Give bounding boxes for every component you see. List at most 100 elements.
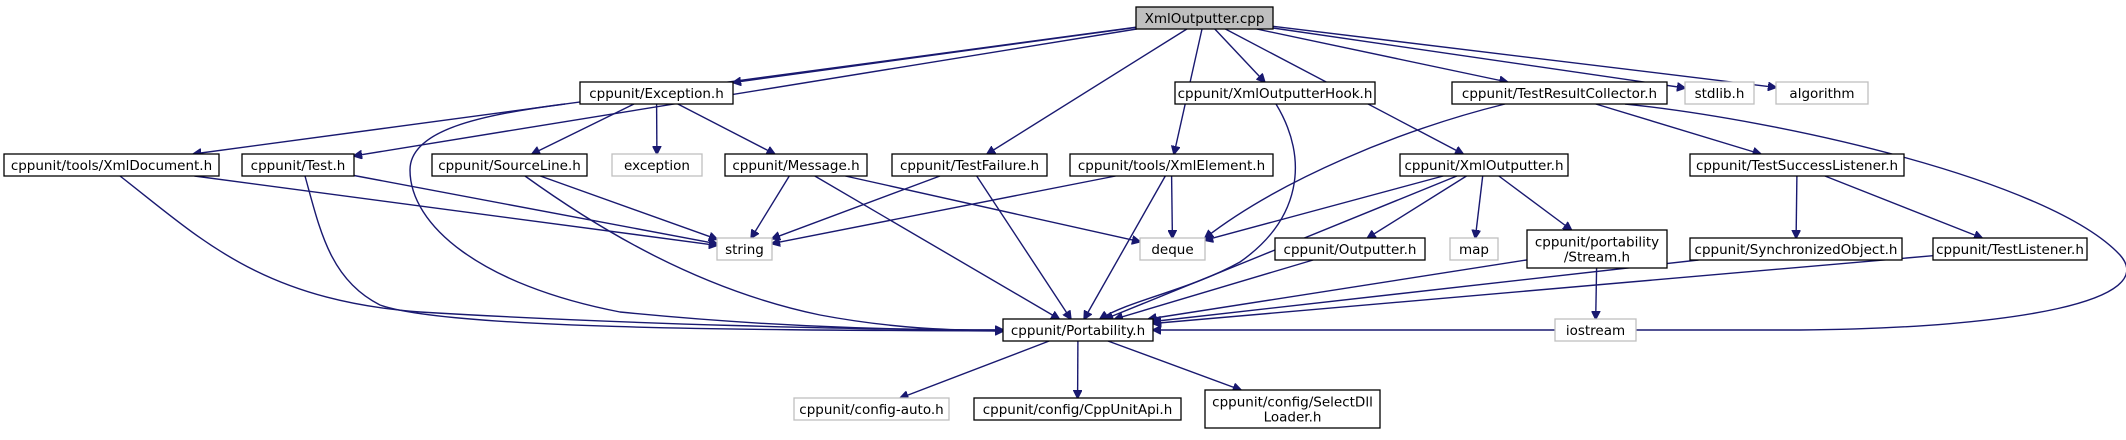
node-n8[interactable]: cppunit/Message.h bbox=[724, 153, 868, 177]
edge-layer bbox=[119, 25, 2126, 398]
node-label: cppunit/TestFailure.h bbox=[900, 158, 1039, 174]
node-n17: iostream bbox=[1554, 318, 1637, 342]
node-n1[interactable]: cppunit/tools/XmlDocument.h bbox=[3, 153, 220, 177]
edge-n1-n2 bbox=[119, 175, 1003, 330]
node-box bbox=[579, 81, 734, 105]
node-box bbox=[1932, 237, 2088, 261]
node-box bbox=[1139, 237, 1206, 261]
node-n19[interactable]: cppunit/XmlOutputterHook.h bbox=[1174, 81, 1376, 105]
edge-n0-n25 bbox=[1272, 27, 1685, 88]
node-box bbox=[611, 153, 703, 177]
node-n24[interactable]: cppunit/tools/XmlElement.h bbox=[1069, 153, 1274, 177]
node-n9: deque bbox=[1139, 237, 1206, 261]
edge-n7-n8 bbox=[677, 103, 775, 154]
node-label: cppunit/Test.h bbox=[251, 158, 346, 174]
node-n14[interactable]: cppunit/XmlOutputter.h bbox=[1399, 153, 1569, 177]
node-box bbox=[241, 153, 355, 177]
node-label: iostream bbox=[1566, 323, 1625, 339]
node-n3: cppunit/config-auto.h bbox=[793, 397, 950, 421]
node-box bbox=[1135, 6, 1274, 30]
node-label: cppunit/XmlOutputter.h bbox=[1404, 158, 1563, 174]
edge-n20-n21 bbox=[1595, 103, 1761, 154]
node-box bbox=[724, 153, 868, 177]
node-n12[interactable]: cppunit/Test.h bbox=[241, 153, 355, 177]
node-label: cppunit/tools/XmlElement.h bbox=[1078, 158, 1265, 174]
edge-n16-n2 bbox=[1149, 259, 1528, 319]
edge-n7-n10 bbox=[532, 103, 635, 154]
node-box bbox=[1554, 318, 1637, 342]
node-box bbox=[3, 153, 220, 177]
node-n0[interactable]: XmlOutputter.cpp bbox=[1135, 6, 1274, 30]
node-n6: string bbox=[716, 237, 773, 261]
node-box bbox=[973, 397, 1182, 421]
node-box bbox=[1684, 81, 1755, 105]
node-label: cppunit/config/CppUnitApi.h bbox=[983, 402, 1173, 418]
edge-n1-n6 bbox=[194, 175, 717, 245]
node-n26: algorithm bbox=[1775, 81, 1869, 105]
node-label: exception bbox=[624, 158, 690, 174]
node-box bbox=[431, 153, 588, 177]
node-label: /Stream.h bbox=[1564, 250, 1630, 266]
node-n11: exception bbox=[611, 153, 703, 177]
node-label: cppunit/SynchronizedObject.h bbox=[1695, 242, 1898, 258]
node-box bbox=[1399, 153, 1569, 177]
edge-n12-n2 bbox=[304, 175, 1003, 331]
node-label: Loader.h bbox=[1264, 410, 1322, 426]
node-label: cppunit/Outputter.h bbox=[1284, 242, 1417, 258]
edge-n13-n6 bbox=[772, 175, 941, 239]
node-layer: XmlOutputter.cpp cppunit/tools/XmlDocumen… bbox=[3, 6, 2088, 429]
node-n23[interactable]: cppunit/TestListener.h bbox=[1932, 237, 2088, 261]
node-box bbox=[891, 153, 1048, 177]
node-box bbox=[1069, 153, 1274, 177]
edge-n0-n7 bbox=[733, 26, 1137, 82]
node-n25: stdlib.h bbox=[1684, 81, 1755, 105]
node-box bbox=[1689, 153, 1905, 177]
node-label: cppunit/config-auto.h bbox=[799, 402, 943, 418]
node-box bbox=[1526, 229, 1668, 269]
node-box bbox=[1174, 81, 1376, 105]
node-box bbox=[1451, 81, 1668, 105]
node-n16[interactable]: cppunit/portability/Stream.h bbox=[1526, 229, 1668, 269]
node-n7[interactable]: cppunit/Exception.h bbox=[579, 81, 734, 105]
edge-n19-n2 bbox=[1100, 103, 1296, 319]
edge-n23-n2 bbox=[1153, 255, 1934, 324]
edge-n14-n16 bbox=[1498, 175, 1572, 230]
node-n22[interactable]: cppunit/SynchronizedObject.h bbox=[1689, 237, 1903, 261]
node-n20[interactable]: cppunit/TestResultCollector.h bbox=[1451, 81, 1668, 105]
node-n10[interactable]: cppunit/SourceLine.h bbox=[431, 153, 588, 177]
node-box bbox=[1775, 81, 1869, 105]
edge-n21-n22 bbox=[1796, 175, 1797, 238]
edge-n14-n9 bbox=[1205, 175, 1444, 240]
node-n13[interactable]: cppunit/TestFailure.h bbox=[891, 153, 1048, 177]
edge-n16-n17 bbox=[1596, 267, 1597, 319]
node-label: deque bbox=[1151, 242, 1193, 258]
edge-n24-n9 bbox=[1172, 175, 1173, 238]
node-n2[interactable]: cppunit/Portability.h bbox=[1002, 318, 1154, 342]
node-n15[interactable]: cppunit/Outputter.h bbox=[1274, 237, 1426, 261]
node-label: cppunit/Portability.h bbox=[1011, 323, 1145, 339]
node-n18: map bbox=[1449, 237, 1499, 261]
edge-n0-n13 bbox=[987, 28, 1188, 154]
node-n21[interactable]: cppunit/TestSuccessListener.h bbox=[1689, 153, 1905, 177]
edge-n24-n2 bbox=[1084, 175, 1166, 319]
edge-n0-n20 bbox=[1256, 28, 1508, 82]
node-n4[interactable]: cppunit/config/CppUnitApi.h bbox=[973, 397, 1182, 421]
edge-n21-n23 bbox=[1824, 175, 1982, 238]
edge-n20-n9 bbox=[1205, 103, 1506, 238]
edge-n8-n9 bbox=[845, 175, 1140, 242]
edge-n0-n12 bbox=[354, 28, 1137, 156]
node-label: algorithm bbox=[1789, 86, 1854, 102]
node-label: cppunit/portability bbox=[1535, 235, 1659, 251]
edge-n2-n5 bbox=[1107, 340, 1241, 390]
edge-n2-n3 bbox=[900, 340, 1050, 398]
node-label: cppunit/SourceLine.h bbox=[438, 158, 581, 174]
node-label: cppunit/TestListener.h bbox=[1936, 242, 2084, 258]
node-label: XmlOutputter.cpp bbox=[1145, 11, 1265, 27]
node-label: cppunit/Message.h bbox=[732, 158, 859, 174]
node-label: cppunit/tools/XmlDocument.h bbox=[11, 158, 212, 174]
node-box bbox=[1689, 237, 1903, 261]
node-box bbox=[1449, 237, 1499, 261]
node-label: string bbox=[725, 242, 764, 258]
